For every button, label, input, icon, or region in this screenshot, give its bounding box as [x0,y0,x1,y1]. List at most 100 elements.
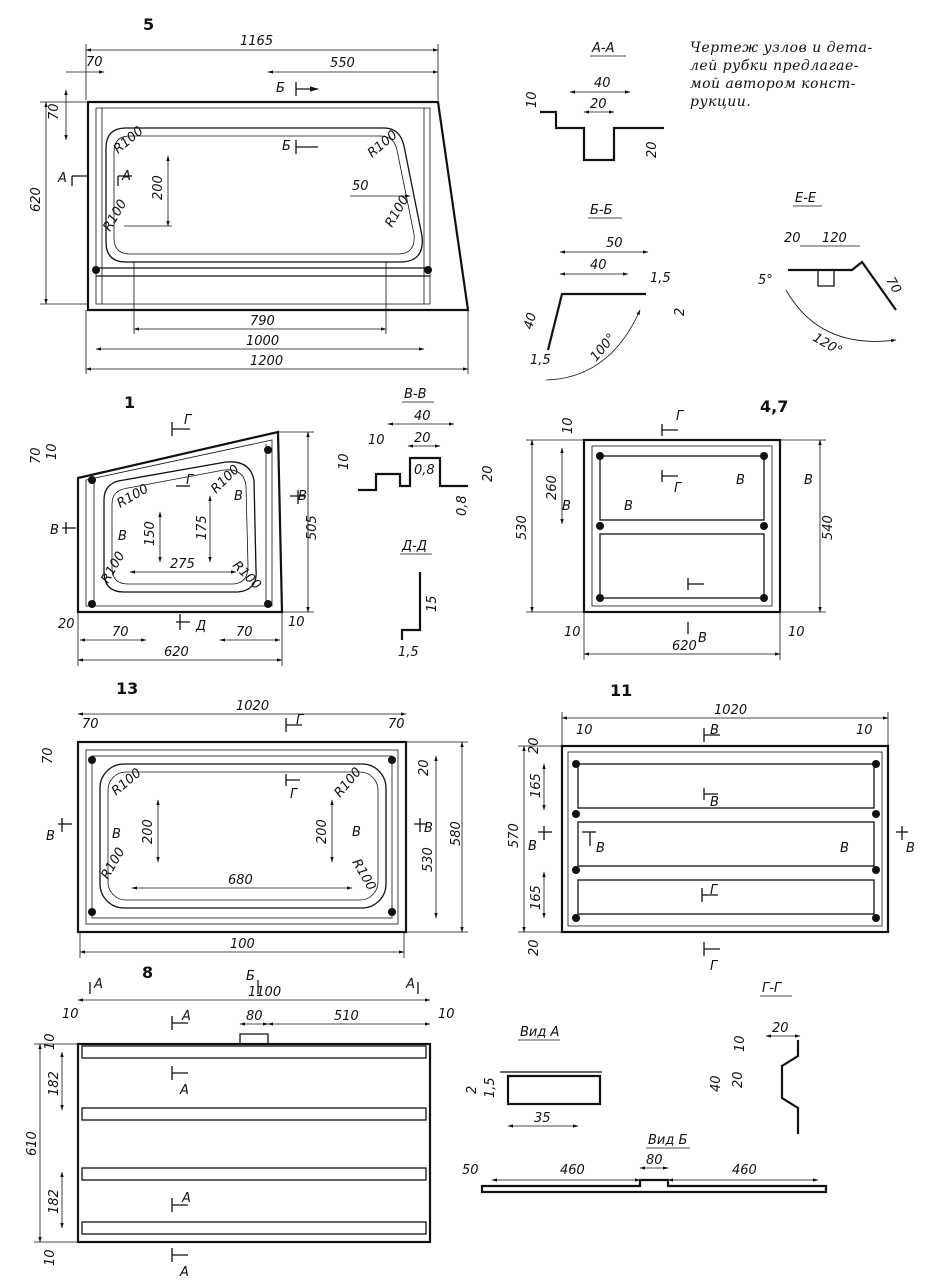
dim-label: R100 [100,197,130,234]
window-opening [105,127,423,263]
dim-label: 10 [43,1033,58,1050]
section-title: Е-Е [795,191,817,206]
dim-label: 2 [673,308,688,316]
dim-label: 70 [29,447,44,464]
profile [788,260,897,311]
part-4-7-drawing: 4,7 10 260 530 540 10 10 620 Г Г В В В В… [515,397,836,660]
dim-label: 1000 [246,334,279,349]
dim-label: R100 [111,124,147,157]
section-mark: В [840,841,849,856]
profile [358,456,468,492]
dim-label: R100 [98,845,128,882]
part-number: 4,7 [760,397,788,416]
dim-label: 165 [529,773,544,798]
part-5-drawing: 5 1165 550 70 70 620 R100 200 R100 R100 … [29,15,470,374]
profile [480,1178,828,1194]
section-e-e: Е-Е 20 120 5° 70 120° [758,191,904,359]
profile [506,1074,602,1106]
section-v-v: В-В 40 10 20 10 0,8 20 0,8 [337,387,496,516]
dim-label: 275 [170,557,195,572]
outer-frame [582,438,782,614]
inner-frame [95,107,431,305]
dim-label: 182 [47,1189,62,1214]
dim-label: 10 [733,1035,748,1052]
section-mark: В [46,829,55,844]
dim-label: 200 [315,819,330,844]
section-mark: Г [290,787,299,802]
dim-label: 100° [588,331,620,365]
dim-label: 80 [246,1009,263,1024]
section-mark: Г [710,959,719,974]
section-mark: Г [676,409,685,424]
dim-label: 175 [195,515,210,540]
section-mark: Г [184,413,193,428]
dim-label: 10 [788,625,805,640]
section-title: Вид Б [648,1133,687,1148]
profile [546,292,646,351]
profile [540,110,664,162]
dim-label: 0,8 [455,495,470,516]
frame-strips [101,108,425,304]
dim-label: 610 [25,1131,40,1156]
profile [400,572,422,640]
part-number: 1 [124,393,135,412]
corner-gusset [424,266,432,274]
top-notch [239,1033,269,1044]
section-mark: В [596,841,605,856]
section-mark: В [50,523,59,538]
section-mark: В [298,489,307,504]
dim-label: 70 [86,55,103,70]
dim-label: 20 [784,231,801,246]
dim-label: 20 [527,939,542,956]
dim-label: 1020 [714,703,747,718]
dim-label: R100 [115,482,152,512]
rail-2 [81,1107,427,1121]
section-title: Г-Г [762,981,783,996]
dim-label: 2 [465,1086,480,1094]
dim-label: 70 [82,717,99,732]
window-inner-contour [111,469,249,585]
dim-label: 620 [164,645,189,660]
caption-line-2: лей рубки предлагае- [690,58,859,74]
section-mark: Д [195,619,206,634]
section-mark: Б [276,81,285,96]
window-inner-contour [107,771,379,901]
section-mark: В [112,827,121,842]
dim-label: 260 [545,475,560,500]
section-mark: В [118,529,127,544]
caption-line-4: рукции. [690,94,751,110]
section-g-g: Г-Г 20 10 40 20 [709,981,801,1134]
dim-label: 1,5 [398,645,419,660]
dim-label: 20 [414,431,431,446]
dim-label: 530 [421,847,436,872]
dim-label: 10 [856,723,873,738]
dim-label: 120 [822,231,847,246]
profile-channel [817,270,835,287]
dim-label: 120° [810,330,845,359]
dim-label: R100 [229,558,264,593]
section-mark: Г [710,883,719,898]
dim-label: 10 [43,1249,58,1266]
dim-label: R100 [349,857,379,894]
part-11-drawing: 11 1020 10 10 20 165 570 165 20 В В В В … [507,681,915,974]
dim-label: R100 [98,549,128,586]
dim-label: 10 [45,443,60,460]
section-mark: В [528,839,537,854]
outer-frame [76,1042,432,1244]
dim-label: 10 [564,625,581,640]
dim-label: 70 [883,275,904,297]
dim-label: 620 [29,187,44,212]
dim-label: 10 [438,1007,455,1022]
dim-label: 20 [417,759,432,776]
section-mark: В [234,489,243,504]
part-13-drawing: 13 1020 70 70 70 20 R100 R100 200 200 58… [41,679,468,958]
inner-frame [567,751,883,927]
outer-frame [76,740,408,934]
dim-label: 100 [230,937,255,952]
dim-label: 1100 [248,985,281,1000]
dim-label: 150 [143,521,158,546]
section-mark: А [179,1083,189,1098]
section-mark: Г [186,473,195,488]
dim-label: 50 [462,1163,479,1178]
